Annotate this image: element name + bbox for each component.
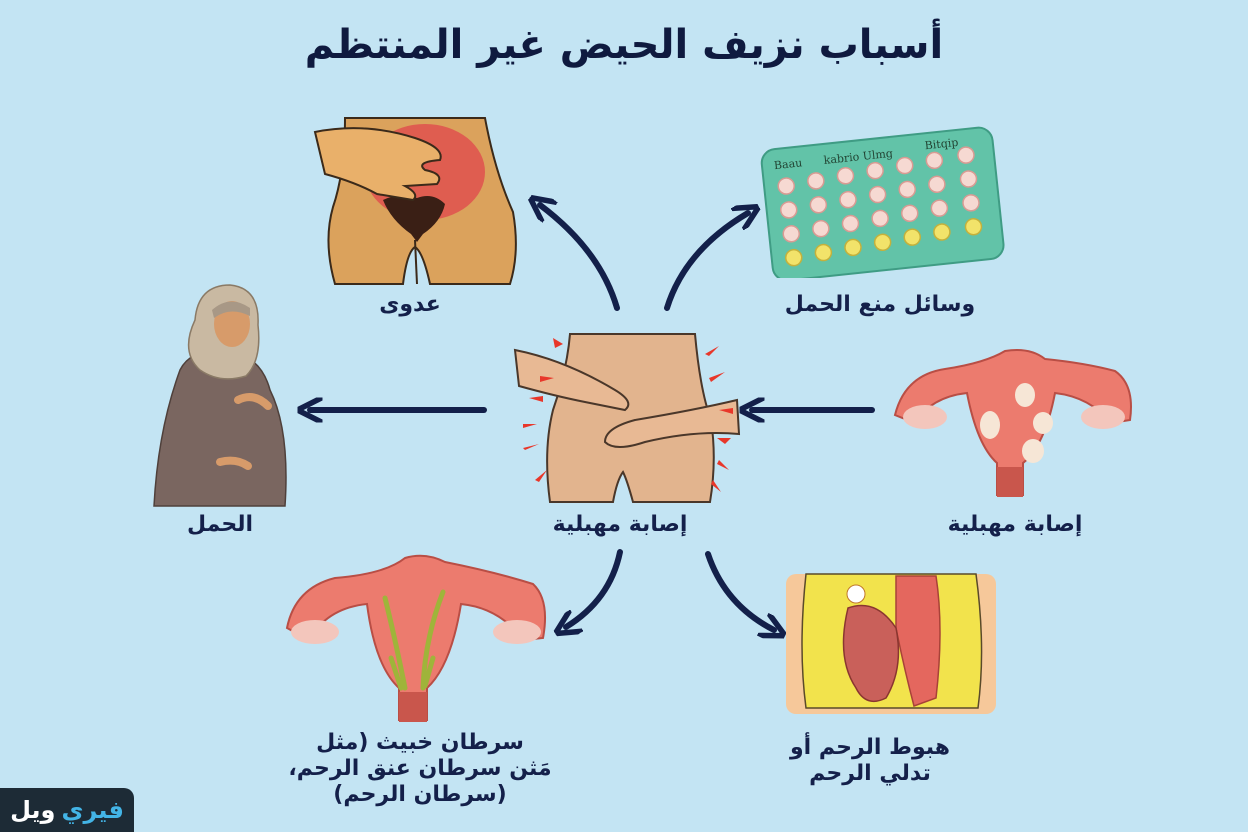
pack-text-3: Bitqip bbox=[924, 136, 959, 152]
brand-part-2: ويل bbox=[10, 796, 56, 824]
arrow-to-contraception bbox=[664, 213, 748, 311]
uterus-fibroids-illustration bbox=[893, 349, 1132, 497]
label-vaginal-injury: إصابة مهبلية bbox=[947, 512, 1083, 537]
label-center: إصابة مهبلية bbox=[552, 512, 688, 537]
label-cancer-line-3: (سرطان الرحم) bbox=[333, 781, 507, 807]
uterus-growths-illustration bbox=[285, 554, 546, 722]
page-title: أسباب نزيف الحيض غير المنتظم bbox=[304, 22, 944, 68]
label-cancer-line-1: سرطان خبيث (مثل bbox=[316, 730, 524, 755]
arrow-to-infection bbox=[540, 205, 620, 311]
pill-pack-illustration: Baau kabrio Ulmg Bitqip bbox=[760, 126, 1005, 278]
brand-part-1: فيري bbox=[61, 796, 124, 824]
pregnant-woman-illustration bbox=[153, 284, 287, 507]
center-injury-illustration bbox=[513, 333, 741, 503]
label-contraception: وسائل منع الحمل bbox=[784, 292, 976, 317]
arrow-to-prolapse bbox=[705, 551, 774, 630]
arrow-to-cancer bbox=[566, 549, 623, 627]
infection-illustration bbox=[313, 117, 517, 285]
prolapse-illustration bbox=[786, 573, 996, 714]
label-infection: عدوى bbox=[379, 292, 441, 317]
arrow-group bbox=[310, 205, 875, 630]
label-pregnancy: الحمل bbox=[186, 512, 254, 537]
brand-logo[interactable]: فيري ويل bbox=[0, 788, 134, 832]
pack-text-1: Baau bbox=[773, 156, 803, 172]
label-prolapse-line-2: تدلي الرحم bbox=[809, 760, 931, 786]
label-prolapse-line-1: هبوط الرحم أو bbox=[789, 735, 950, 760]
label-cancer-line-2: مَثن سرطان عنق الرحم، bbox=[288, 755, 552, 781]
label-prolapse: هبوط الرحم أو تدلي الرحم bbox=[760, 735, 980, 787]
label-cancer: سرطان خبيث (مثل مَثن سرطان عنق الرحم، (س… bbox=[270, 730, 570, 808]
